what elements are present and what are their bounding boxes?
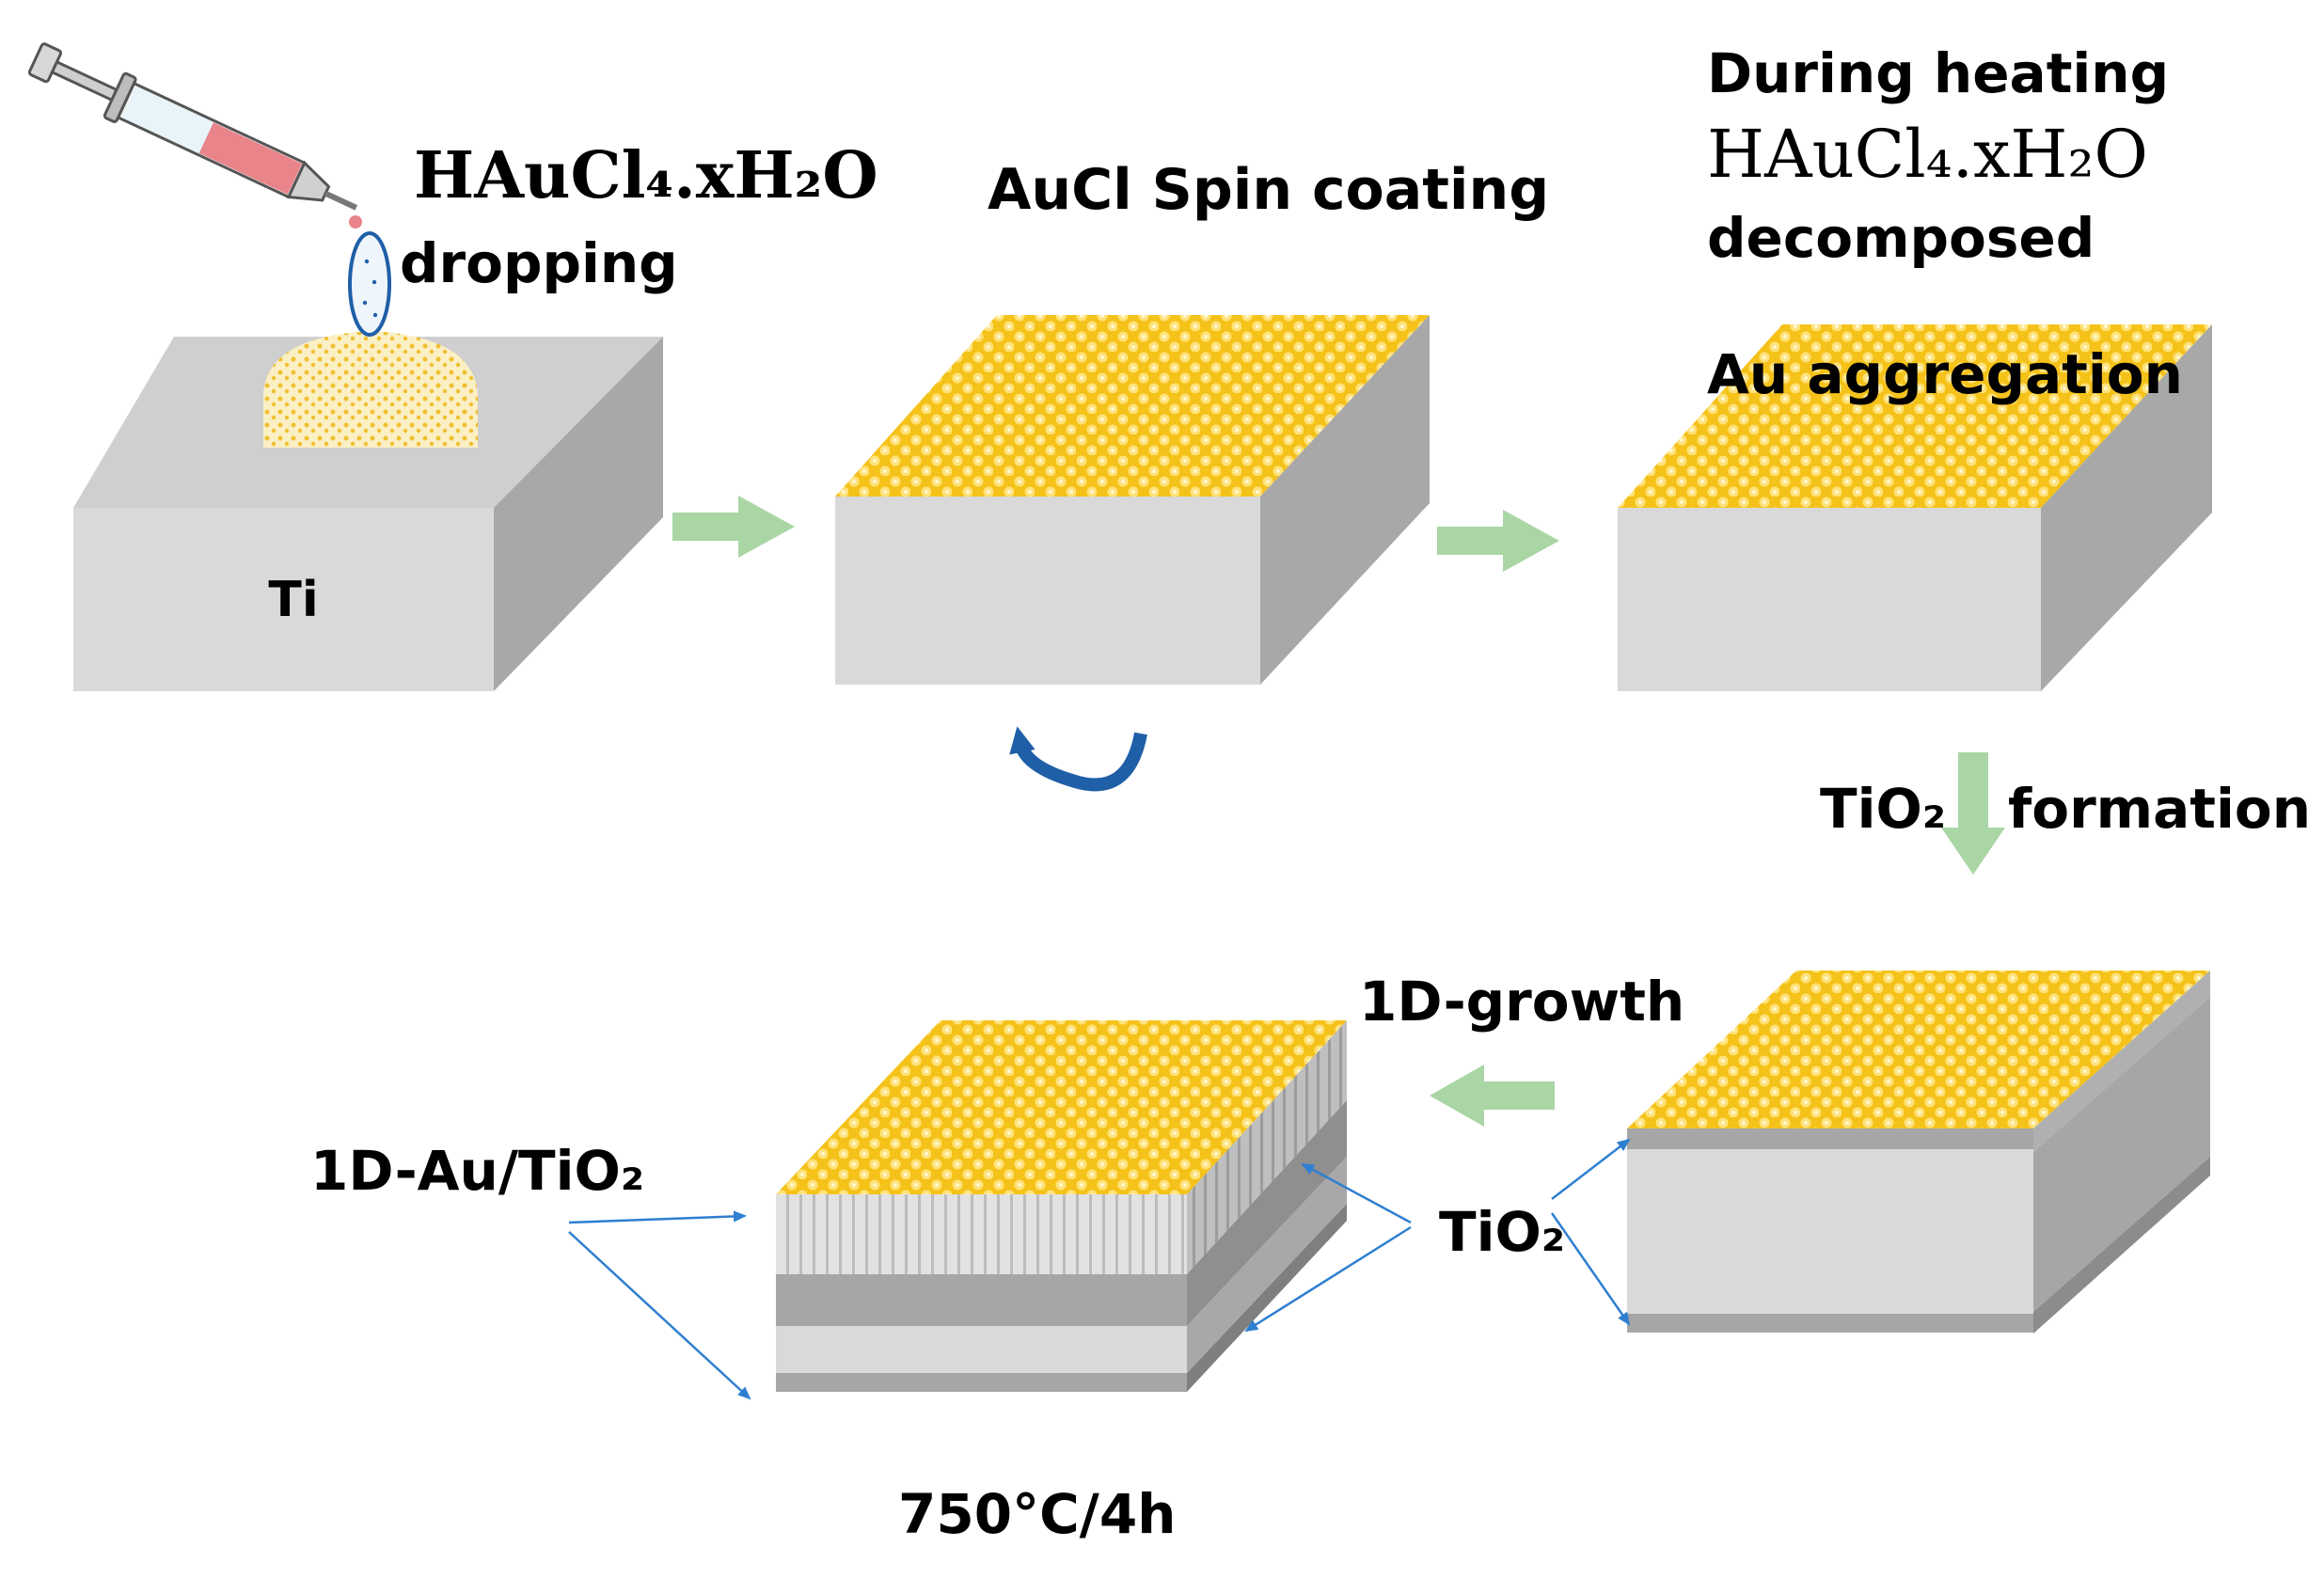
growth-label: 1D-growth xyxy=(1359,970,1684,1034)
step2-title: AuCl Spin coating xyxy=(988,157,1549,223)
step3-formula: HAuCl₄.xH₂O xyxy=(1707,116,2148,193)
rotation-arrow-icon xyxy=(1009,726,1147,792)
oxide-label: TiO₂ xyxy=(1439,1200,1565,1264)
pointer-to-block5-upper xyxy=(1301,1162,1412,1224)
arrow-down-right-label: formation xyxy=(2008,777,2311,841)
arrow-down-left-label: TiO₂ xyxy=(1820,777,1946,841)
step1-formula: HAuCl₄.xH₂O xyxy=(414,138,878,213)
process-arrow-1 xyxy=(672,496,795,558)
conditions-label: 750°C/4h xyxy=(898,1482,1176,1546)
au-tio2-nanorod-block xyxy=(776,1020,1347,1392)
pointer-to-block4-upper xyxy=(1551,1138,1631,1200)
au-aggregation-block xyxy=(1618,324,2212,691)
pointer-to-nanorod-layer xyxy=(568,1210,747,1224)
process-arrow-2 xyxy=(1437,510,1559,572)
tio2-formation-block xyxy=(1627,971,2210,1334)
droplet-dots xyxy=(362,259,378,318)
step1-action: dropping xyxy=(400,231,678,295)
product-label: 1D-Au/TiO₂ xyxy=(310,1139,644,1203)
syringe-icon xyxy=(27,42,362,229)
pointer-to-block4-lower xyxy=(1550,1212,1631,1326)
step3-line1: During heating xyxy=(1707,41,2169,105)
step3-state: Au aggregation xyxy=(1707,342,2183,406)
droplet-icon xyxy=(348,231,391,337)
ti-substrate-block: Ti xyxy=(73,331,663,691)
pointer-to-bottom-layer xyxy=(568,1231,751,1400)
pointer-to-block5-lower xyxy=(1244,1225,1412,1333)
spin-coated-block xyxy=(835,315,1430,685)
process-arrow-down xyxy=(1941,752,2005,875)
step3-line3: decomposed xyxy=(1707,206,2095,270)
gold-solution-droplet xyxy=(263,331,478,448)
pointer-lines xyxy=(568,1138,1631,1400)
process-arrow-left xyxy=(1430,1065,1555,1127)
substrate-label: Ti xyxy=(268,572,318,628)
